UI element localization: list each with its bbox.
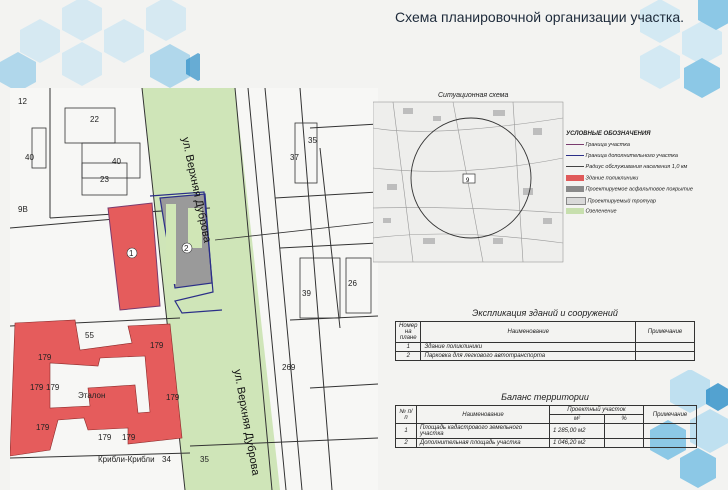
explication-header-note: Примечание — [635, 321, 695, 343]
house-40-left: 40 — [25, 153, 34, 162]
kribli-label: Крибли-Крибли — [98, 455, 155, 464]
balance-header-project: Проектный участок — [549, 405, 644, 415]
table-row: 1 Площадь кадастрового земельного участк… — [395, 423, 697, 439]
house-39: 39 — [302, 289, 311, 298]
eton-label: Эталон — [78, 391, 105, 400]
house-9v: 9В — [18, 205, 28, 214]
house-26: 26 — [348, 279, 357, 288]
house-269: 269 — [282, 363, 296, 372]
page-title: Схема планировочной организации участка. — [395, 9, 685, 25]
explication-header-name: Наименование — [420, 321, 636, 343]
house-35-bottom: 35 — [200, 455, 209, 464]
legend-green: Озеленение — [566, 208, 617, 214]
house-179-c: 179 — [46, 383, 60, 392]
house-23: 23 — [100, 175, 109, 184]
explication-table: Номер на плане Наименование Примечание 1… — [394, 321, 695, 361]
balance-header-name: Наименование — [416, 405, 550, 424]
balance-header-note: Примечание — [643, 405, 697, 424]
house-179-g: 179 — [166, 393, 180, 402]
table-row: 1 Здание поликлиники — [394, 342, 695, 352]
hexagon-decoration-right — [640, 0, 728, 98]
legend-extra-border: Граница дополнительного участка — [566, 153, 678, 159]
house-35: 35 — [308, 136, 317, 145]
balance-header-m2: м² — [549, 414, 605, 424]
house-34: 34 — [162, 455, 171, 464]
explication-header-num: Номер на плане — [394, 321, 422, 343]
house-179-d: 179 — [36, 423, 50, 432]
house-179-a: 179 — [38, 353, 52, 362]
house-179-f: 179 — [122, 433, 136, 442]
legend-site-border: Граница участка — [566, 142, 630, 148]
house-179-e: 179 — [98, 433, 112, 442]
legend-building: Здание поликлиники — [566, 175, 638, 181]
service-radius-circle — [410, 117, 532, 239]
situational-scheme-map: 9 — [373, 101, 564, 263]
balance-header-pct: % — [604, 414, 644, 424]
site-plan-map: 12 40 22 40 23 9В 37 35 39 26 55 269 34 … — [10, 88, 378, 490]
legend-title: УСЛОВНЫЕ ОБОЗНАЧЕНИЯ — [566, 131, 651, 137]
situational-scheme-title: Ситуационная схема — [438, 92, 509, 99]
house-37: 37 — [290, 153, 299, 162]
house-12: 12 — [18, 97, 27, 106]
house-22: 22 — [90, 115, 99, 124]
table-row: 2 Дополнительная площадь участка 1 046,2… — [395, 438, 697, 448]
house-179-b: 179 — [30, 383, 44, 392]
legend-asphalt: Проектируемое асфальтовое покрытие — [566, 186, 693, 192]
explication-caption: Экспликация зданий и сооружений — [472, 308, 618, 318]
site-marker: 9 — [466, 178, 470, 184]
legend-radius: Радиус обслуживания населения 1,0 км — [566, 164, 687, 170]
house-179-h: 179 — [150, 341, 164, 350]
house-40: 40 — [112, 157, 121, 166]
balance-table: № п/п Наименование Проектный участок При… — [395, 405, 697, 448]
house-55: 55 — [85, 331, 94, 340]
hexagon-decoration-left — [0, 0, 200, 92]
parking-number-2: 2 — [184, 244, 189, 253]
table-row: 2 Парковка для легкового автотранспорта — [394, 351, 695, 361]
hexagon-decoration-bottom-right — [650, 370, 728, 488]
residential-complex-eton — [10, 319, 183, 457]
balance-header-num: № п/п — [395, 405, 417, 424]
building-number-1: 1 — [129, 249, 134, 258]
balance-caption: Баланс территории — [501, 392, 589, 402]
legend-sidewalk: Проектируемый тротуар — [566, 197, 656, 205]
